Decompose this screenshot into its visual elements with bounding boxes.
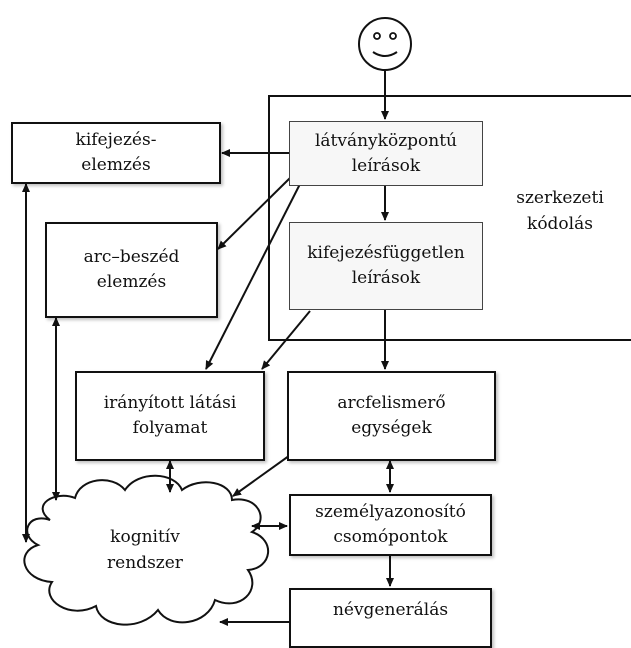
directed-visual-processing-label: irányított látási folyamat: [103, 393, 237, 438]
directed-visual-processing-box: irányított látási folyamat: [75, 371, 265, 461]
face-recognition-units-label: arcfelismerő egységek: [337, 393, 446, 438]
face-recognition-units-box: arcfelismerő egységek: [287, 371, 496, 461]
structural-encoding-label: szerkezeti kódolás: [516, 188, 604, 234]
facial-speech-analysis-box: arc–beszéd elemzés: [45, 222, 218, 318]
viewer-centred-box: látványközpontú leírások: [289, 121, 483, 186]
name-generation-box: névgenerálás: [289, 588, 492, 648]
person-identity-nodes-box: személyazonosító csomópontok: [289, 494, 492, 556]
cognitive-system-label: kognitív rendszer: [107, 527, 183, 573]
connection-lines: [22, 71, 394, 626]
expression-independent-label: kifejezésfüggetlen leírások: [307, 243, 465, 288]
cognitive-system-cloud: [23, 474, 270, 626]
arrow-viewer-to-facial-speech: [217, 177, 291, 250]
arrow-expr-indep-to-directed: [261, 310, 311, 370]
expression-analysis-box: kifejezés- elemzés: [11, 122, 221, 184]
smiley-face-icon: [358, 17, 412, 71]
facial-speech-analysis-label: arc–beszéd elemzés: [83, 247, 180, 292]
arrow-viewer-to-directed: [205, 183, 301, 370]
expression-independent-box: kifejezésfüggetlen leírások: [289, 222, 483, 310]
name-generation-label: névgenerálás: [332, 600, 449, 620]
person-identity-nodes-label: személyazonosító csomópontok: [315, 502, 466, 547]
viewer-centred-label: látványközpontú leírások: [314, 130, 458, 176]
expression-analysis-label: kifejezés- elemzés: [75, 130, 157, 175]
